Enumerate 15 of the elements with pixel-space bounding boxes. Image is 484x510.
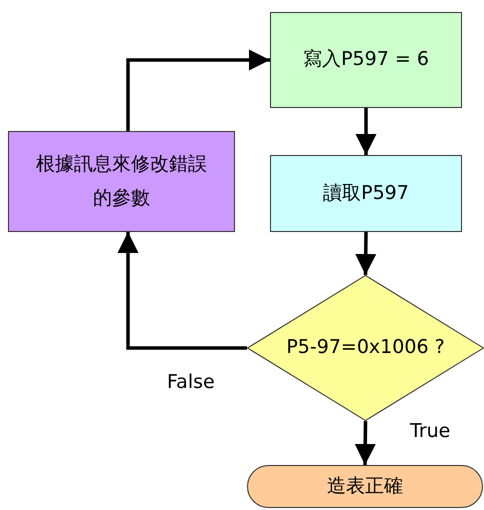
node-text: 寫入P597 = 6	[303, 47, 429, 72]
node-text: 讀取P597	[323, 180, 409, 206]
arrow	[354, 420, 376, 466]
process-box	[270, 155, 462, 232]
arrow	[356, 108, 376, 155]
process-box	[270, 12, 462, 108]
arrow	[126, 50, 270, 131]
node-text: P5-97=0x1006 ?	[286, 335, 445, 360]
node-text: 造表正確	[327, 474, 403, 499]
decision-diamond	[247, 275, 484, 421]
arrow	[355, 232, 376, 276]
arrow	[118, 232, 247, 350]
node-text: 根據訊息來修改錯誤的參數	[35, 152, 208, 210]
terminal-box	[247, 465, 483, 508]
process-box	[8, 131, 235, 232]
